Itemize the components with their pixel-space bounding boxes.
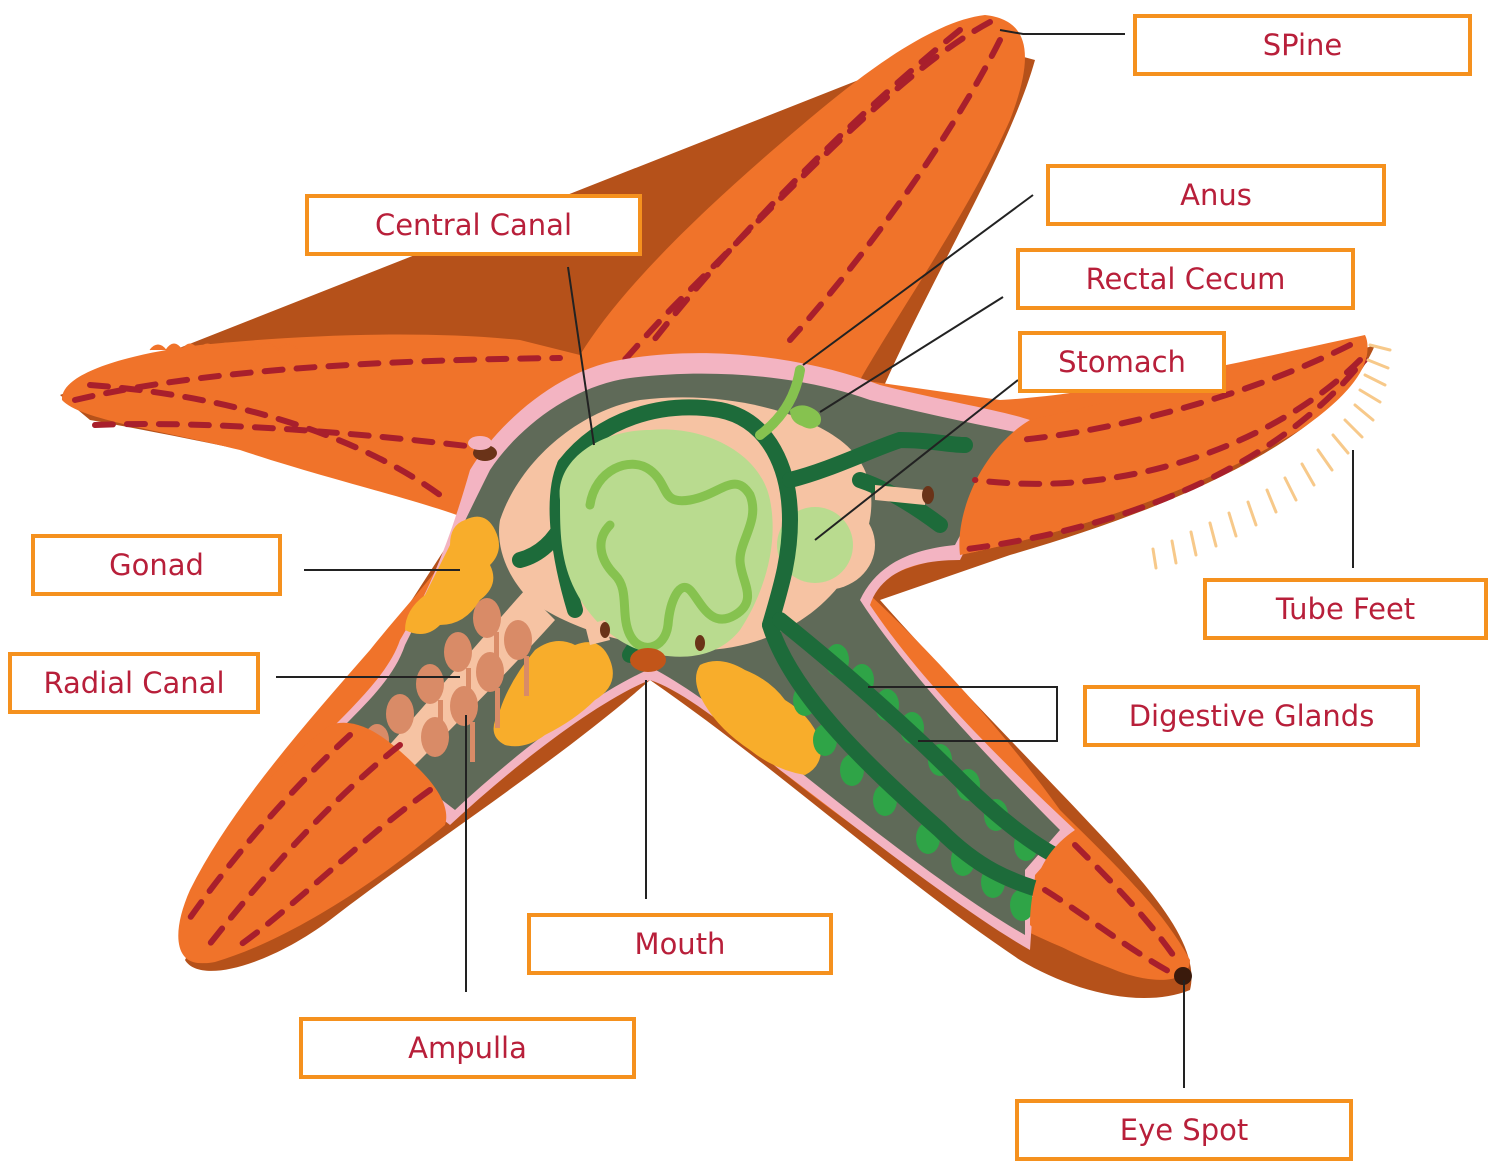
- label-gonad: Gonad: [31, 534, 282, 596]
- spine-leader: [1000, 30, 1125, 34]
- label-spine: SPine: [1133, 14, 1472, 76]
- label-rectal-cecum: Rectal Cecum: [1016, 248, 1355, 310]
- label-eye-spot: Eye Spot: [1015, 1099, 1353, 1161]
- label-ampulla: Ampulla: [299, 1017, 636, 1079]
- label-radial-canal: Radial Canal: [8, 652, 260, 714]
- mouth-opening: [630, 648, 666, 672]
- label-stomach: Stomach: [1018, 331, 1226, 393]
- label-anus: Anus: [1046, 164, 1386, 226]
- label-digestive-glands: Digestive Glands: [1083, 685, 1420, 747]
- label-tube-feet: Tube Feet: [1203, 578, 1488, 640]
- label-central-canal: Central Canal: [305, 194, 642, 256]
- label-mouth: Mouth: [527, 913, 833, 975]
